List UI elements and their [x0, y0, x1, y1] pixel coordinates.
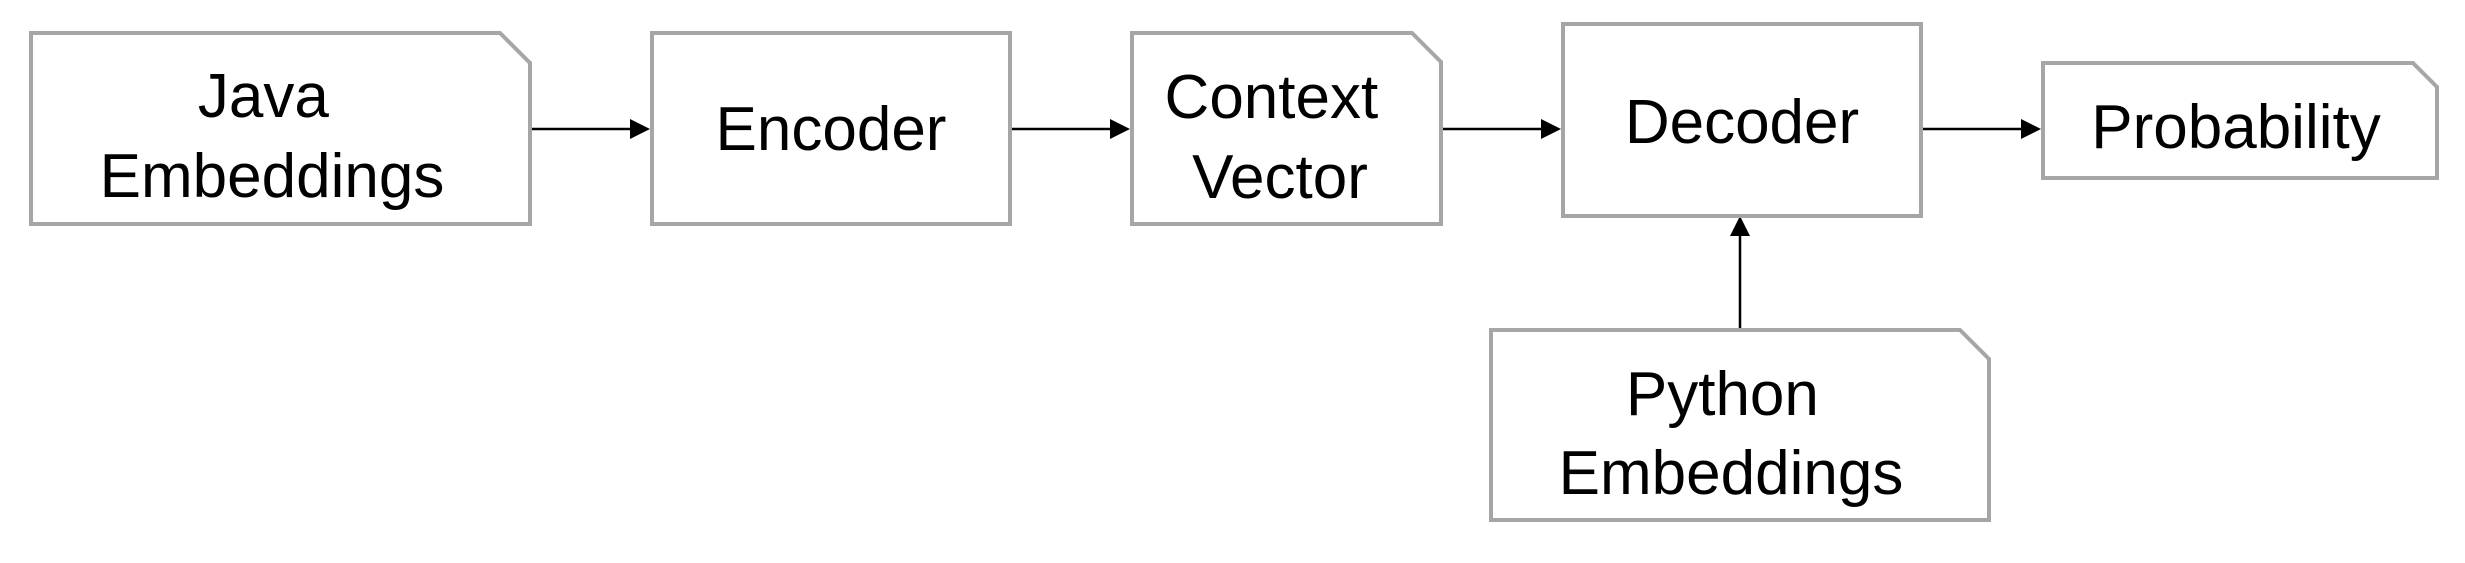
edges: [530, 119, 2041, 328]
node-label: Decoder: [1625, 88, 1859, 157]
arrowhead: [2021, 119, 2041, 139]
edge-java-embeddings-to-encoder: [530, 119, 650, 139]
arrowhead: [1730, 216, 1750, 236]
node-label: Probability: [2091, 93, 2380, 162]
node-label-line: Context: [1165, 63, 1379, 132]
node-label: Python Embeddings: [1559, 360, 1904, 508]
node-encoder: Encoder: [650, 31, 1012, 226]
node-label-line: Probability: [2091, 93, 2380, 162]
edge-decoder-to-probability: [1921, 119, 2041, 139]
document-shape: [2041, 61, 2439, 180]
node-label-line: Java: [198, 62, 329, 131]
node-label: Encoder: [716, 95, 947, 164]
document-shape: [29, 31, 532, 226]
node-label-line: Vector: [1192, 143, 1368, 212]
node-label: Context Vector: [1165, 63, 1396, 212]
node-python-embeddings: Python Embeddings: [1489, 328, 1991, 522]
node-probability: Probability: [2041, 61, 2439, 180]
edge-encoder-to-context-vector: [1010, 119, 1130, 139]
node-context-vector: Context Vector: [1130, 31, 1443, 226]
arrowhead: [1110, 119, 1130, 139]
arrowhead: [1541, 119, 1561, 139]
document-shape: [1489, 328, 1991, 522]
node-label-line: Embeddings: [100, 142, 445, 211]
node-label-line: Python: [1626, 360, 1819, 429]
rectangle-shape: [1561, 22, 1923, 218]
node-java-embeddings: Java Embeddings: [29, 31, 532, 226]
node-label-line: Embeddings: [1559, 439, 1904, 508]
node-label: Java Embeddings: [100, 62, 445, 211]
document-shape: [1130, 31, 1443, 226]
rectangle-shape: [650, 31, 1012, 226]
node-decoder: Decoder: [1561, 22, 1923, 218]
edge-context-vector-to-decoder: [1441, 119, 1561, 139]
node-label-line: Decoder: [1625, 88, 1859, 157]
node-label-line: Encoder: [716, 95, 947, 164]
edge-python-embeddings-to-decoder: [1730, 216, 1750, 328]
arrowhead: [630, 119, 650, 139]
